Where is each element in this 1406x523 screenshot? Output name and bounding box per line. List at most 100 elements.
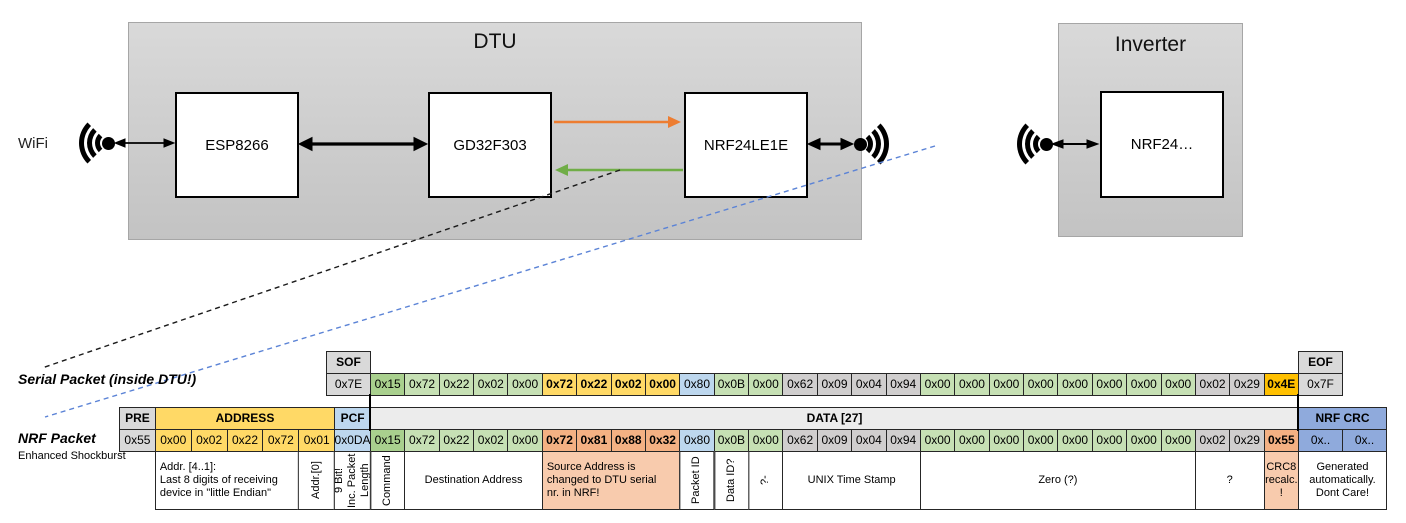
- nrf-byte-cell: 0x29: [1229, 429, 1265, 452]
- wifi-arc: [831, 115, 889, 173]
- annotation-cell: Destination Address: [404, 451, 543, 510]
- nrf-byte-cell: 0x00: [1091, 429, 1128, 452]
- nrf-byte-cell: 0x55: [1263, 429, 1299, 452]
- annotation-cell: Command: [370, 451, 406, 510]
- serial-byte-cell: 0x00: [919, 373, 956, 396]
- nrf-packet-label: NRF Packet: [18, 430, 96, 446]
- nrf-byte-cell: 0x62: [782, 429, 818, 452]
- nrf-byte-cell: 0x09: [816, 429, 853, 452]
- pre-header-cell: PRE: [119, 407, 156, 430]
- nrf-byte-cell: 0x01: [298, 429, 336, 452]
- eof-byte-cell: 0x7F: [1298, 373, 1343, 396]
- annotation-cell: Addr.[0]: [298, 451, 336, 510]
- nrf-byte-cell: 0x02: [190, 429, 228, 452]
- serial-byte-cell: 0x72: [404, 373, 440, 396]
- serial-byte-cell: 0x0B: [713, 373, 750, 396]
- serial-byte-cell: 0x00: [1126, 373, 1162, 396]
- serial-byte-cell: 0x00: [1057, 373, 1093, 396]
- serial-byte-cell: 0x09: [816, 373, 853, 396]
- sof-header-cell: SOF: [326, 351, 371, 374]
- annotation-cell: ?: [1194, 451, 1265, 510]
- nrf-byte-cell: 0x55: [119, 429, 156, 452]
- serial-byte-cell: 0x00: [954, 373, 990, 396]
- data-align-line-right: [1297, 394, 1299, 431]
- serial-byte-cell: 0x00: [644, 373, 681, 396]
- inverter-title: Inverter: [1114, 33, 1187, 56]
- nrf-byte-cell: 0x80: [679, 429, 715, 452]
- nrf-byte-cell: 0x81: [576, 429, 612, 452]
- annotation-cell: Packet ID: [679, 451, 715, 510]
- serial-byte-cell: 0x29: [1229, 373, 1265, 396]
- nrf-crc-byte-cell: 0x..: [1298, 429, 1343, 452]
- nrf-byte-cell: 0x00: [988, 429, 1025, 452]
- nrf-byte-cell: 0x00: [1057, 429, 1093, 452]
- annotation-cell: CRC8 recalc. !: [1263, 451, 1299, 510]
- pcf-header-cell: PCF: [334, 407, 371, 430]
- serial-byte-cell: 0x00: [1091, 373, 1128, 396]
- serial-byte-cell: 0x94: [885, 373, 921, 396]
- nrf-byte-cell: 0x15: [370, 429, 406, 452]
- wifi-arc: [1017, 115, 1075, 173]
- serial-byte-cell: 0x02: [1194, 373, 1231, 396]
- serial-byte-cell: 0x15: [370, 373, 406, 396]
- nrf-byte-cell: 0x00: [1160, 429, 1196, 452]
- annotation-cell: UNIX Time Stamp: [782, 451, 921, 510]
- serial-byte-cell: 0x22: [576, 373, 612, 396]
- enhanced-shockburst-label: Enhanced Shockburst: [18, 450, 126, 462]
- annotation-cell: Generated automatically. Dont Care!: [1298, 451, 1387, 510]
- serial-byte-cell: 0x04: [851, 373, 887, 396]
- serial-packet-label: Serial Packet (inside DTU!): [18, 371, 197, 387]
- serial-byte-cell: 0x80: [679, 373, 715, 396]
- annotation-cell: 9 Bit! Inc. Packet Length: [334, 451, 371, 510]
- nrf-byte-cell: 0x00: [748, 429, 784, 452]
- nrf-byte-cell: 0x22: [226, 429, 264, 452]
- serial-byte-cell: 0x02: [473, 373, 509, 396]
- nrf-byte-cell: 0x22: [438, 429, 475, 452]
- serial-byte-cell: 0x4E: [1263, 373, 1299, 396]
- serial-byte-cell: 0x02: [610, 373, 646, 396]
- nrf-byte-cell: 0x00: [954, 429, 990, 452]
- serial-byte-cell: 0x00: [1023, 373, 1059, 396]
- nrf-byte-cell: 0x32: [644, 429, 681, 452]
- serial-byte-cell: 0x22: [438, 373, 475, 396]
- wifi-dot: [1040, 138, 1053, 151]
- nrf-byte-cell: 0x02: [1194, 429, 1231, 452]
- data-align-line-left: [369, 394, 371, 431]
- nrf-byte-cell: 0x94: [885, 429, 921, 452]
- wifi-arc: [79, 114, 137, 172]
- nrf-byte-cell: 0x88: [610, 429, 646, 452]
- nrf-byte-cell: 0x04: [851, 429, 887, 452]
- dtu-title: DTU: [473, 30, 517, 53]
- annotation-cell: ?-: [748, 451, 784, 510]
- data-header-cell: DATA [27]: [370, 407, 1299, 430]
- serial-byte-cell: 0x62: [782, 373, 818, 396]
- serial-byte-cell: 0x00: [748, 373, 784, 396]
- nrf-byte-cell: 0x72: [404, 429, 440, 452]
- nrf-byte-cell: 0x02: [473, 429, 509, 452]
- nrf-byte-cell: 0x00: [1023, 429, 1059, 452]
- nrf-byte-cell: 0x00: [507, 429, 543, 452]
- serial-byte-cell: 0x72: [541, 373, 578, 396]
- annotation-cell: Source Address is changed to DTU serial …: [541, 451, 681, 510]
- serial-byte-cell: 0x00: [507, 373, 543, 396]
- eof-header-cell: EOF: [1298, 351, 1343, 374]
- annotation-cell: Addr. [4..1]: Last 8 digits of receiving…: [154, 451, 300, 510]
- sof-byte-cell: 0x7E: [326, 373, 371, 396]
- nrf-byte-cell: 0x0B: [713, 429, 750, 452]
- serial-byte-cell: 0x00: [1160, 373, 1196, 396]
- wifi-label: WiFi: [18, 135, 48, 152]
- nrf-byte-cell: 0x72: [541, 429, 578, 452]
- nrf-byte-cell: 0x0DA: [334, 429, 371, 452]
- nrf-byte-cell: 0x72: [262, 429, 300, 452]
- annotation-cell: Data ID?: [713, 451, 750, 510]
- nrf-byte-cell: 0x00: [919, 429, 956, 452]
- nrf-byte-cell: 0x00: [154, 429, 192, 452]
- nrf-byte-cell: 0x00: [1126, 429, 1162, 452]
- nrf-crc-header-cell: NRF CRC: [1298, 407, 1387, 430]
- inverter-nrf24-box: NRF24…: [1100, 91, 1224, 198]
- address-header-cell: ADDRESS: [154, 407, 336, 430]
- nrf-crc-byte-cell: 0x..: [1342, 429, 1387, 452]
- serial-byte-cell: 0x00: [988, 373, 1025, 396]
